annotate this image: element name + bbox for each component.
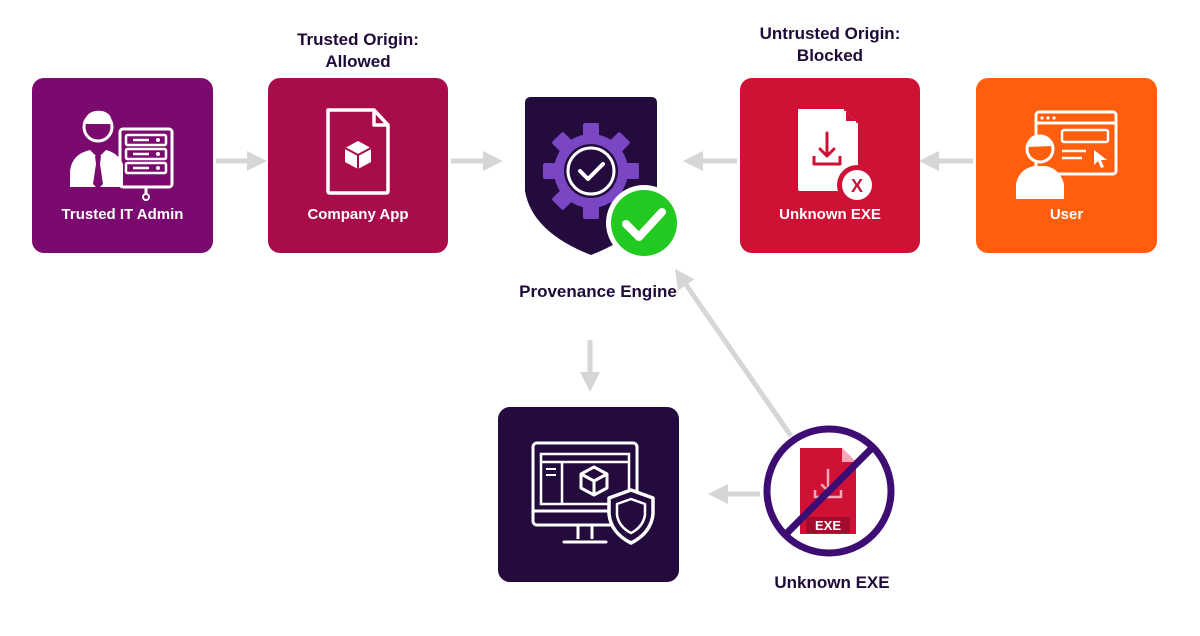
monitor-shield-icon xyxy=(531,441,655,545)
app-file-icon xyxy=(326,108,390,195)
trusted-origin-caption: Trusted Origin: Allowed xyxy=(297,30,419,71)
admin-server-icon xyxy=(70,110,174,201)
untrusted-origin-caption: Untrusted Origin: Blocked xyxy=(759,24,901,65)
arrow-blocked-to-engine xyxy=(674,268,794,438)
user-node: User xyxy=(976,78,1157,253)
protected-computer-node xyxy=(498,407,679,582)
user-label: User xyxy=(1049,206,1084,223)
unknown-exe-node: X Unknown EXE xyxy=(740,78,920,253)
download-file-x-icon: X xyxy=(798,109,877,205)
blocked-exe-label: Unknown EXE xyxy=(774,573,890,592)
trusted-it-admin-label: Trusted IT Admin xyxy=(61,206,184,223)
svg-text:X: X xyxy=(851,176,863,196)
company-app-node: Company App xyxy=(268,78,448,253)
trusted-it-admin-node: Trusted IT Admin xyxy=(32,78,213,253)
company-app-label: Company App xyxy=(307,206,409,223)
provenance-engine-label: Provenance Engine xyxy=(519,282,677,301)
user-browser-icon xyxy=(1016,110,1118,199)
unknown-exe-label: Unknown EXE xyxy=(779,206,881,223)
